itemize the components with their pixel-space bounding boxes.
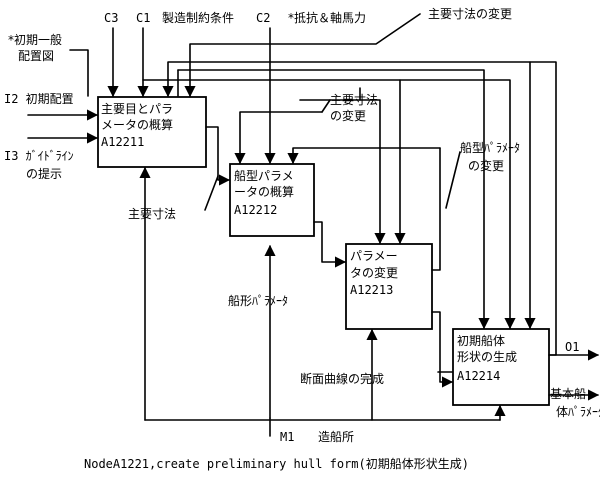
main-dim-change-label-2: の変更 bbox=[330, 108, 366, 123]
box-a12213-line-1: パラメー bbox=[350, 249, 398, 263]
activity-box-a12214 bbox=[452, 328, 550, 406]
i3-label-2: の提示 bbox=[26, 166, 62, 181]
box-a12212-code: A12212 bbox=[234, 203, 277, 217]
initial-layout-note-2: 配置図 bbox=[18, 49, 54, 63]
i2-label: I2 初期配置 bbox=[4, 92, 74, 106]
hull-param-change-label-1: 船型ﾊﾟﾗﾒｰﾀ bbox=[460, 141, 520, 155]
hull-param-change-label-2: の変更 bbox=[468, 158, 504, 173]
a12213-output-loop bbox=[431, 147, 441, 271]
main-dim-change-top-arrow bbox=[184, 13, 421, 98]
box-a12211-line-2: メータの概算 bbox=[101, 117, 173, 132]
activity-box-a12212 bbox=[229, 163, 315, 237]
basic-params-label-1: 基本船 bbox=[550, 387, 586, 401]
box-a12214-line-2: 形状の生成 bbox=[457, 350, 517, 364]
hull-param-change-leader bbox=[445, 151, 461, 209]
box-a12214-code: A12214 bbox=[457, 369, 500, 383]
initial-layout-note-1: *初期一般 bbox=[8, 32, 62, 47]
c2-label: C2 bbox=[256, 11, 270, 25]
main-dim-change-top-label: 主要寸法の変更 bbox=[428, 6, 512, 21]
section-curve-done-label: 断面曲線の完成 bbox=[300, 371, 384, 386]
c1-branch-a12214 bbox=[399, 79, 516, 330]
o1-label: O1 bbox=[565, 340, 579, 354]
box-a12211-code: A12211 bbox=[101, 135, 144, 149]
activity-box-a12213 bbox=[345, 243, 433, 330]
m1-label: M1 bbox=[280, 430, 294, 444]
box-a12211-line-1: 主要目とパラ bbox=[101, 102, 173, 116]
main-dims-leader bbox=[204, 175, 219, 211]
c2-text: *抵抗＆軸馬力 bbox=[288, 10, 366, 25]
main-dim-change-leader bbox=[321, 99, 331, 113]
main-dim-change-mid-arrow bbox=[234, 111, 323, 165]
control-a12214-b bbox=[177, 69, 490, 330]
basic-params-label-2: 体ﾊﾟﾗﾒｰﾀ bbox=[556, 405, 600, 419]
i3-label-1: I3 ｶﾞｲﾄﾞﾗｲﾝ bbox=[4, 149, 74, 163]
main-dims-flow bbox=[205, 126, 231, 186]
m1-text: 造船所 bbox=[318, 430, 354, 444]
activity-box-a12211 bbox=[97, 96, 207, 168]
control-a12213-a bbox=[299, 99, 386, 245]
c1-text: 製造制約条件 bbox=[162, 10, 234, 25]
hull-param-change-arrow bbox=[287, 147, 441, 165]
box-a12212-line-2: ータの概算 bbox=[234, 184, 294, 199]
c3-label: C3 bbox=[104, 11, 118, 25]
main-dim-change-label-1: 主要寸法 bbox=[330, 93, 378, 107]
initial-layout-line bbox=[69, 49, 89, 97]
box-a12213-code: A12213 bbox=[350, 283, 393, 297]
main-dims-label: 主要寸法 bbox=[128, 207, 176, 221]
a12213-to-a12214-flow bbox=[431, 311, 454, 388]
c1-label: C1 bbox=[136, 11, 150, 25]
box-a12214-line-1: 初期船体 bbox=[457, 334, 505, 348]
box-a12213-line-2: タの変更 bbox=[350, 265, 398, 280]
hull-form-params-label: 船形ﾊﾟﾗﾒｰﾀ bbox=[228, 294, 288, 308]
box-a12212-line-1: 船型パラメ bbox=[234, 169, 294, 183]
hull-form-param-flow bbox=[313, 221, 347, 268]
node-caption: NodeA1221,create preliminary hull form(初… bbox=[84, 457, 469, 471]
